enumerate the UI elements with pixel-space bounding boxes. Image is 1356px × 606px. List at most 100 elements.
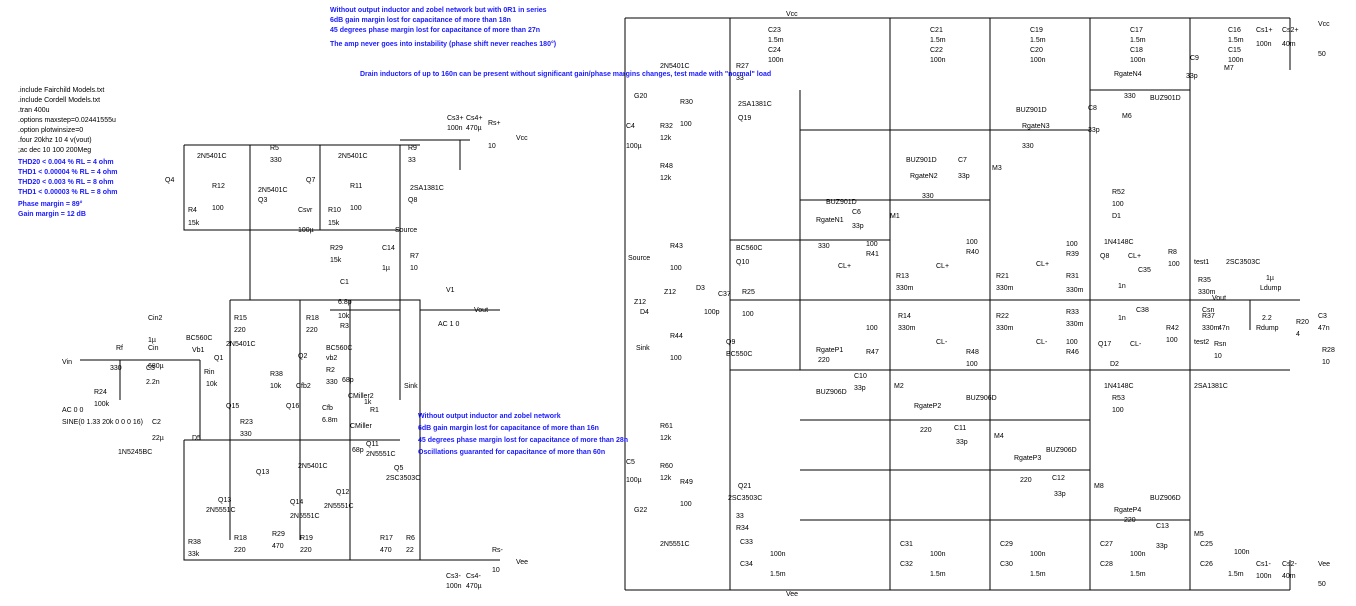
note-14: THD20 < 0.003 % RL = 8 ohm	[18, 179, 114, 186]
component-label-121: 470µ	[466, 583, 482, 590]
component-label-250: 2SC3503C	[1226, 259, 1260, 266]
component-label-262: 47n	[1318, 325, 1330, 332]
component-label-257: 2.2	[1262, 315, 1272, 322]
component-label-323: 1.5m	[930, 571, 946, 578]
component-label-202: M7	[1224, 65, 1234, 72]
component-label-297: D2	[1110, 361, 1119, 368]
component-label-96: 2SC3503C	[386, 475, 420, 482]
component-label-305: C11	[954, 425, 966, 432]
component-label-308: BUZ906D	[1046, 447, 1077, 454]
note-11: ;ac dec 10 100 200Meg	[18, 147, 91, 154]
component-label-76: Q15	[226, 403, 239, 410]
component-label-85: CMiller	[350, 423, 372, 430]
component-label-265: 47n	[1218, 325, 1230, 332]
component-label-79: 330	[240, 431, 252, 438]
component-label-70: Sink	[404, 383, 418, 390]
component-label-199: 50	[1318, 51, 1326, 58]
component-label-35: 15k	[330, 257, 342, 264]
component-label-178: C21	[930, 27, 943, 34]
component-label-204: 330	[1124, 93, 1136, 100]
component-label-169: 2SC3503C	[728, 495, 762, 502]
component-label-244: CL+	[1128, 253, 1141, 260]
component-label-24: Q8	[408, 197, 417, 204]
component-label-212: BUZ901D	[906, 157, 937, 164]
note-19: 6dB gain margin lost for capacitance of …	[418, 425, 599, 432]
component-label-53: BC560C	[326, 345, 352, 352]
component-label-67: R2	[326, 367, 335, 374]
component-label-150: R25	[742, 289, 755, 296]
component-label-245: C35	[1138, 267, 1151, 274]
component-label-277: Q17	[1098, 341, 1111, 348]
component-label-284: R47	[866, 349, 879, 356]
component-label-252: 330m	[1198, 289, 1216, 296]
component-label-286: 330m	[996, 325, 1014, 332]
component-label-160: R61	[660, 423, 673, 430]
component-label-198: Vcc	[1318, 21, 1330, 28]
component-label-130: 2N5401C	[660, 63, 690, 70]
component-label-179: 1.5m	[930, 37, 946, 44]
component-label-226: 33p	[852, 223, 864, 230]
component-label-103: R18	[234, 535, 247, 542]
component-label-16: 15k	[188, 220, 200, 227]
component-label-135: Q19	[738, 115, 751, 122]
component-label-59: 330	[110, 365, 122, 372]
component-label-17: 2N5401C	[338, 153, 368, 160]
component-label-106: 470	[272, 543, 284, 550]
note-10: .four 20khz 10 4 v(vout)	[18, 137, 92, 144]
component-label-118: Cs3-	[446, 573, 461, 580]
component-label-319: M5	[1194, 531, 1204, 538]
component-label-156: R44	[670, 333, 683, 340]
component-label-55: 1µ	[148, 337, 156, 344]
component-label-109: R17	[380, 535, 393, 542]
component-label-219: 100	[1112, 201, 1124, 208]
component-label-247: R8	[1168, 249, 1177, 256]
component-label-260: 4	[1296, 331, 1300, 338]
component-label-216: 330	[922, 193, 934, 200]
note-8: .options maxstep=0.02441555u	[18, 117, 116, 124]
component-label-19: 33	[408, 157, 416, 164]
component-label-180: C22	[930, 47, 943, 54]
component-label-74: AC 0 0	[62, 407, 84, 414]
component-label-328: C27	[1100, 541, 1113, 548]
component-label-311: C12	[1052, 475, 1065, 482]
component-label-270: C38	[1136, 307, 1149, 314]
component-label-87: 2N5551C	[366, 451, 396, 458]
component-label-62: C3	[146, 365, 155, 372]
component-label-274: test2	[1194, 339, 1209, 346]
component-label-214: RgateN2	[910, 173, 938, 180]
note-0: Without output inductor and zobel networ…	[330, 7, 547, 14]
component-label-251: R35	[1198, 277, 1211, 284]
component-label-186: C17	[1130, 27, 1143, 34]
component-label-154: D4	[640, 309, 649, 316]
component-label-211: M6	[1122, 113, 1132, 120]
component-label-234: R40	[966, 249, 979, 256]
component-label-258: Rdump	[1256, 325, 1279, 332]
component-label-111: R6	[406, 535, 415, 542]
component-label-210: 330	[1022, 143, 1034, 150]
component-label-26: R10	[328, 207, 341, 214]
component-label-34: R29	[330, 245, 343, 252]
component-label-52: vb2	[326, 355, 337, 362]
component-label-165: 12k	[660, 475, 672, 482]
component-label-159: BC550C	[726, 351, 752, 358]
component-label-291: RgateP1	[816, 347, 843, 354]
component-label-268: R33	[1066, 309, 1079, 316]
component-label-61: 10k	[206, 381, 218, 388]
component-label-322: C32	[900, 561, 913, 568]
component-label-272: R42	[1166, 325, 1179, 332]
component-label-51: Q2	[298, 353, 307, 360]
component-label-100: Q14	[290, 499, 303, 506]
component-label-60: Rin	[204, 369, 215, 376]
component-label-66: Cfb2	[296, 383, 311, 390]
component-label-110: 470	[380, 547, 392, 554]
component-label-236: R21	[996, 273, 1009, 280]
component-label-288: R48	[966, 349, 979, 356]
component-label-227: M1	[890, 213, 900, 220]
component-label-6: Vcc	[516, 135, 528, 142]
component-label-46: 220	[306, 327, 318, 334]
component-label-315: RgateP4	[1114, 507, 1141, 514]
component-label-238: CL+	[1036, 261, 1049, 268]
component-label-190: C16	[1228, 27, 1241, 34]
component-label-108: 220	[300, 547, 312, 554]
